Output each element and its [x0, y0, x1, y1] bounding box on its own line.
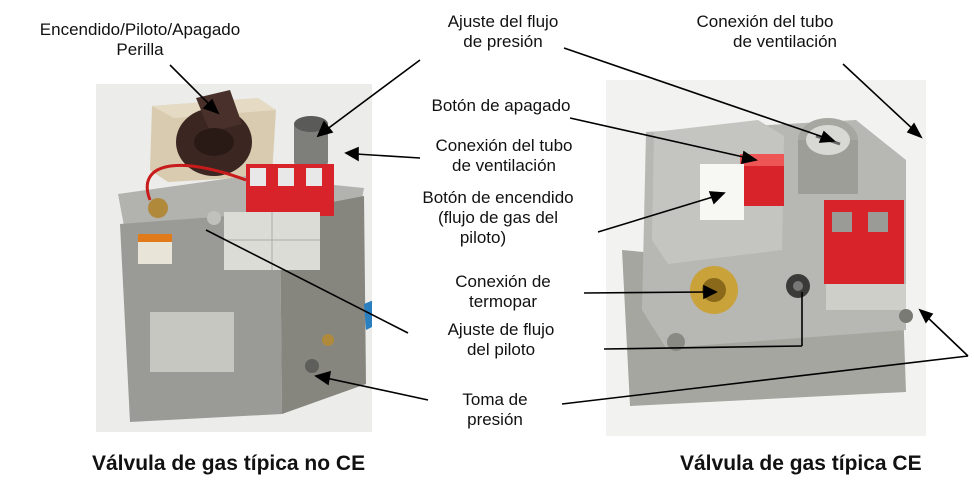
- label-pilot-adjust: Ajuste de flujo del piloto: [416, 320, 586, 360]
- label-on-button-line1: Botón de encendido: [422, 188, 574, 207]
- label-thermocouple-line1: Conexión de: [455, 272, 551, 291]
- label-pressure-adjust-line2: de presión: [463, 32, 543, 51]
- label-on-button-line3: piloto): [459, 228, 507, 247]
- label-pressure-tap: Toma de presión: [430, 390, 560, 430]
- non-ce-valve-photo: [96, 84, 378, 432]
- label-off-button-line1: Botón de apagado: [431, 96, 571, 115]
- label-pilot-adjust-line2: del piloto: [466, 340, 536, 359]
- label-pressure-adjust-line1: Ajuste del flujo: [447, 12, 559, 31]
- label-vent-center: Conexión del tubo de ventilación: [420, 136, 588, 176]
- label-knob: Encendido/Piloto/Apagado Perilla: [4, 20, 276, 60]
- caption-non-ce: Válvula de gas típica no CE: [92, 452, 366, 475]
- label-pressure-adjust: Ajuste del flujo de presión: [428, 12, 578, 52]
- label-pressure-tap-line1: Toma de: [462, 390, 528, 409]
- label-off-button: Botón de apagado: [412, 96, 590, 116]
- label-vent-right: Conexión del tubo de ventilación: [676, 12, 854, 52]
- label-vent-center-line1: Conexión del tubo: [435, 136, 573, 155]
- label-vent-right-line2: de ventilación: [733, 32, 837, 51]
- label-vent-right-line1: Conexión del tubo: [696, 12, 834, 31]
- label-on-button: Botón de encendido (flujo de gas del pil…: [400, 188, 596, 248]
- label-knob-line1: Encendido/Piloto/Apagado: [39, 20, 241, 39]
- label-thermocouple-line2: termopar: [468, 292, 538, 311]
- ce-valve-photo: [606, 80, 926, 436]
- label-vent-center-line2: de ventilación: [452, 156, 556, 175]
- label-pilot-adjust-line1: Ajuste de flujo: [447, 320, 555, 339]
- label-on-button-line2: (flujo de gas del: [437, 208, 559, 227]
- label-pressure-tap-line2: presión: [467, 410, 523, 429]
- label-knob-line2: Perilla: [116, 40, 164, 59]
- caption-ce: Válvula de gas típica CE: [680, 452, 922, 475]
- label-thermocouple: Conexión de termopar: [428, 272, 578, 312]
